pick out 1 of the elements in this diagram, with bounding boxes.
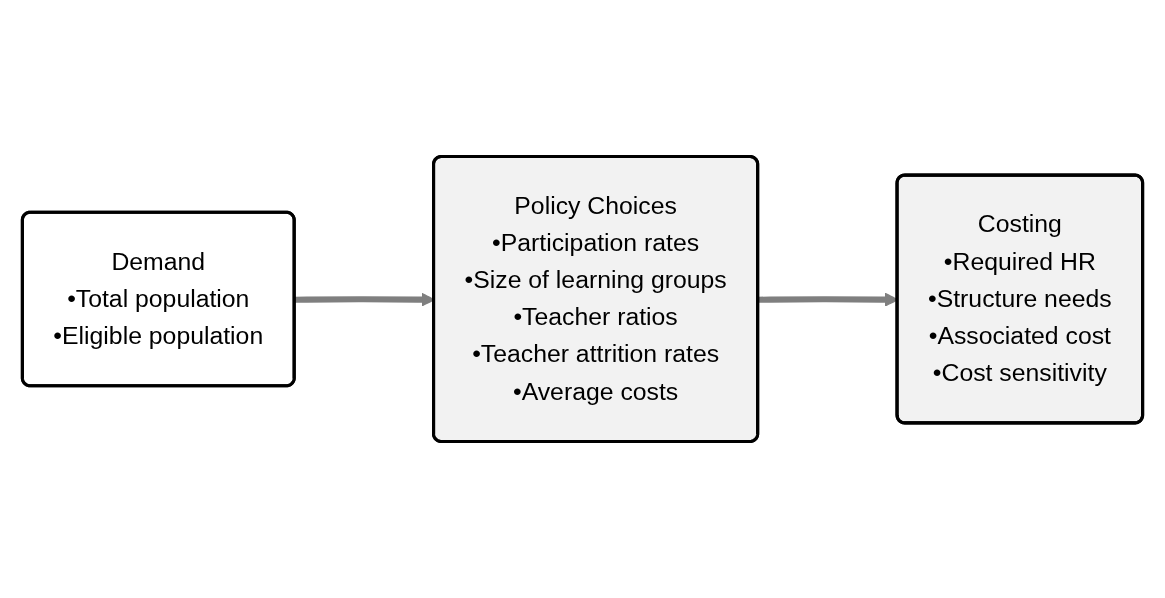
arrow	[294, 292, 435, 307]
